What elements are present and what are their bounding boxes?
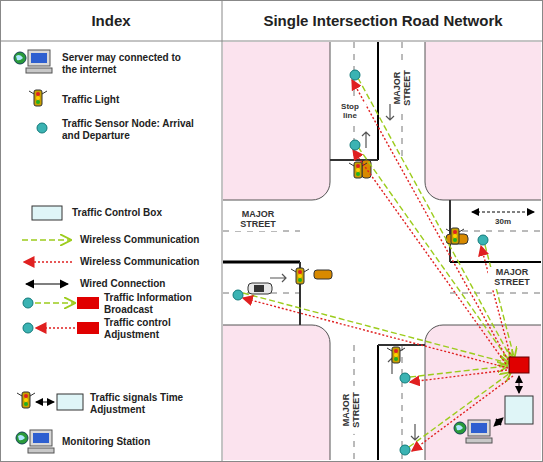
drawing-part <box>519 376 520 393</box>
drawing-part <box>24 261 72 263</box>
drawing-part <box>36 327 75 329</box>
legend-text: Traffic signals Time Adjustment <box>90 392 218 416</box>
dimension-label: 30m <box>490 217 516 228</box>
drawing-part <box>243 80 513 451</box>
drawing-part <box>505 396 533 424</box>
drawing-part <box>454 420 492 443</box>
drawing-part <box>57 394 83 410</box>
drawing-part <box>450 293 541 294</box>
drawing-part <box>223 42 541 460</box>
drawing-part <box>223 325 330 460</box>
drawing-part <box>23 323 33 333</box>
drawing-part <box>270 274 286 282</box>
legend-swatch <box>32 206 62 220</box>
drawing-part <box>350 70 360 80</box>
street-name: MAJOR STREET <box>341 386 363 434</box>
drawing-part <box>37 123 47 133</box>
drawing-part <box>349 162 367 178</box>
stop-line-label: Stop line <box>334 102 366 122</box>
drawing-part <box>350 140 360 150</box>
drawing-part <box>509 357 529 373</box>
drawing-part <box>400 373 410 383</box>
drawing-part <box>353 150 506 364</box>
drawing-part <box>472 212 534 213</box>
drawing-part <box>243 293 508 363</box>
drawing-part <box>446 228 464 244</box>
drawing-part <box>248 283 272 294</box>
drawing-part <box>450 261 541 263</box>
drawing-part <box>387 347 405 363</box>
drawing-part <box>14 50 52 73</box>
panel-heading: Single Intersection Road Network <box>263 12 502 29</box>
drawing-part <box>450 231 541 232</box>
legend-text: Traffic Control Box <box>72 207 212 219</box>
drawing-part <box>254 285 264 292</box>
drawing-part <box>17 392 35 408</box>
drawing-part <box>243 78 514 451</box>
legend-text: Monitoring Station <box>62 436 212 448</box>
drawing-part <box>223 261 300 264</box>
drawing-part <box>223 42 330 200</box>
drawing-part <box>377 345 379 460</box>
panel-heading: Index <box>91 12 130 29</box>
drawing-part <box>478 235 488 245</box>
drawing-part <box>377 42 379 160</box>
drawing-part <box>412 376 513 451</box>
drawing-part <box>36 402 54 403</box>
drawing-part <box>402 345 403 460</box>
legend-text: Server may connected to the internet <box>62 52 192 76</box>
legend-text: Traffic Light <box>62 94 192 106</box>
drawing-part <box>358 78 512 360</box>
drawing-part <box>223 42 541 460</box>
drawing-part <box>222 0 223 462</box>
drawing-part <box>352 80 508 360</box>
legend-text: Traffic control Adjustment <box>104 317 220 341</box>
drawing-part <box>409 373 510 447</box>
legend-text: Wired Connection <box>80 278 215 290</box>
drawing-part <box>77 297 99 309</box>
drawing-part <box>22 239 70 241</box>
drawing-part <box>291 268 309 284</box>
drawing-part <box>425 42 541 200</box>
drawing-part <box>35 302 74 304</box>
panel-heading-box: Single Intersection Road Network <box>223 0 543 41</box>
drawing-part <box>481 246 511 358</box>
legend-text: Traffic Sensor Node: Arrival and Departu… <box>62 118 202 142</box>
drawing-part <box>243 298 508 368</box>
drawing-part <box>29 90 47 106</box>
drawing-part <box>270 104 419 440</box>
drawing-part <box>77 322 99 334</box>
street-name: MAJOR STREET <box>488 267 536 289</box>
drawing-part <box>243 78 514 447</box>
drawing-part <box>410 370 507 382</box>
legend-text: Wireless Communication <box>80 234 215 246</box>
drawing-part <box>0 41 543 42</box>
drawing-part <box>300 160 450 345</box>
legend-text: Traffic Information Broadcast <box>104 292 220 316</box>
drawing-part <box>362 132 370 148</box>
street-name: MAJOR STREET <box>392 64 414 112</box>
legend-text: Wireless Communication <box>80 256 215 268</box>
drawing-part <box>314 270 332 279</box>
drawing-part <box>400 445 410 455</box>
street-name: MAJOR STREET <box>234 209 282 231</box>
drawing-part <box>23 298 33 308</box>
drawing-part <box>26 283 68 284</box>
drawing-part <box>494 418 503 426</box>
panel-heading-box: Index <box>0 0 222 41</box>
drawing-part <box>16 430 54 453</box>
drawing-part <box>411 424 419 440</box>
drawing-part <box>233 290 243 300</box>
